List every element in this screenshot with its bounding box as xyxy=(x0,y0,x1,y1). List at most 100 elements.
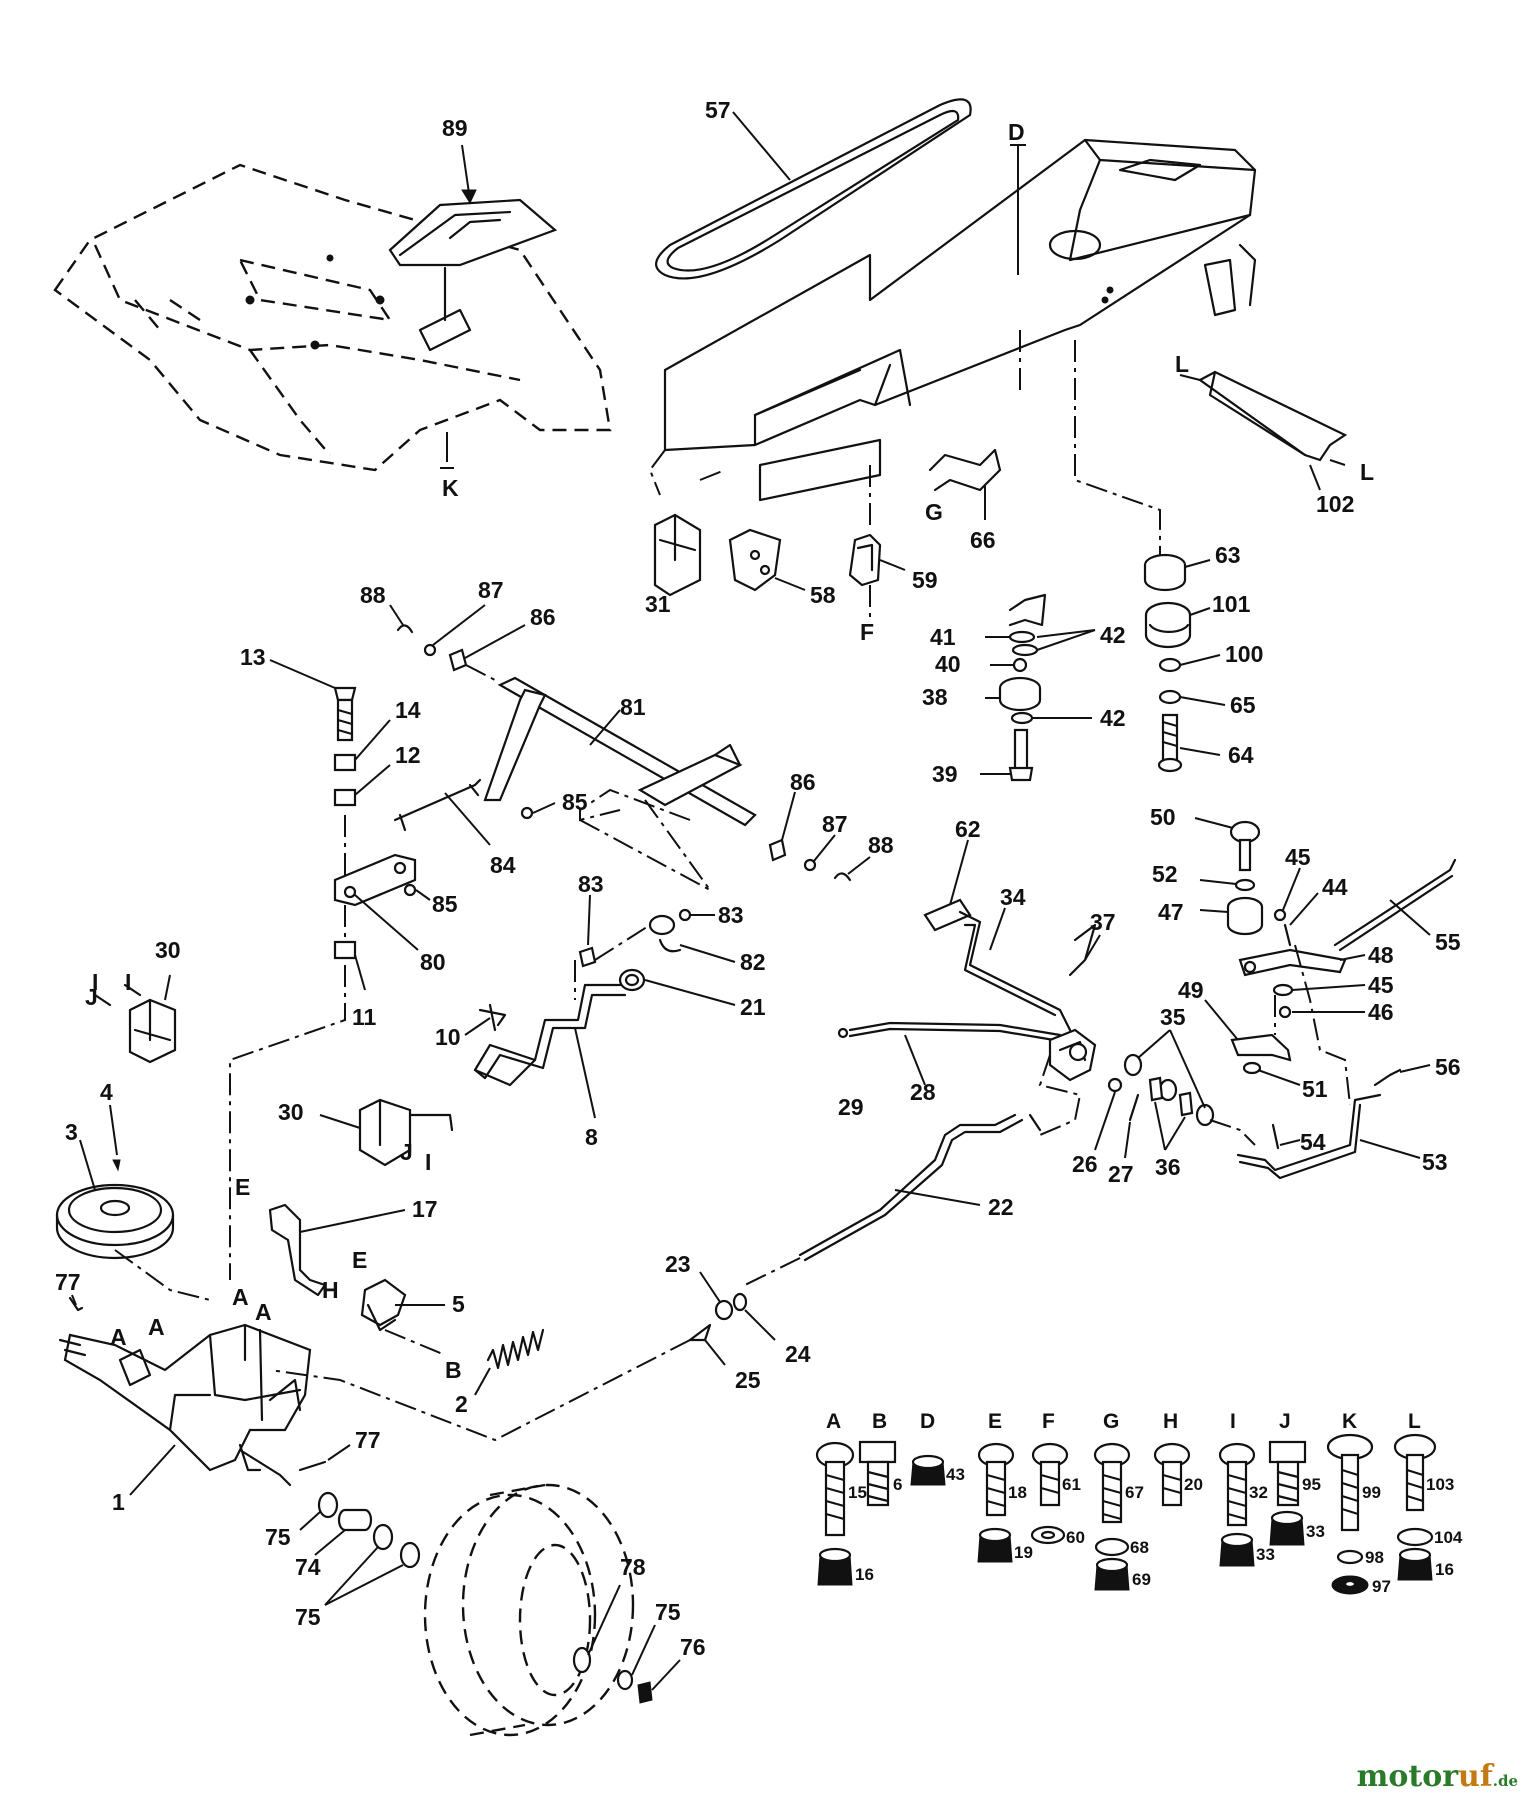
marker-e2: E xyxy=(352,1247,367,1273)
part-74-spacer xyxy=(314,1508,373,1556)
key-l-washer-number: 104 xyxy=(1434,1528,1463,1547)
key-e-bolt xyxy=(977,1442,1015,1517)
key-j-letter: J xyxy=(1279,1410,1291,1433)
label-51: 51 xyxy=(1302,1076,1328,1102)
part-34-lever xyxy=(958,907,1072,1032)
key-j-nut xyxy=(1269,1510,1305,1546)
label-46: 46 xyxy=(1368,999,1394,1025)
hardware-key: A B D E F G H I J K L 15 16 6 43 18 19 6… xyxy=(826,1410,1463,1596)
label-77b: 77 xyxy=(355,1427,381,1453)
marker-g: G xyxy=(925,499,943,525)
part-75b-washers xyxy=(324,1523,421,1606)
part-35-washers xyxy=(1123,1029,1215,1127)
fender-outline xyxy=(53,163,612,472)
key-g-bolt-number: 67 xyxy=(1125,1483,1144,1502)
part-59-clip xyxy=(848,533,906,620)
key-g-washer xyxy=(1094,1537,1130,1557)
part-23-nut xyxy=(699,1271,734,1321)
part-11-nut xyxy=(333,940,366,991)
part-57-belt xyxy=(655,98,972,280)
part-62-handle xyxy=(923,839,972,932)
label-87a: 87 xyxy=(478,577,504,603)
label-24: 24 xyxy=(785,1341,811,1367)
part-55-rod xyxy=(1333,858,1457,952)
label-17: 17 xyxy=(412,1196,438,1222)
watermark-tld: .de xyxy=(1492,1772,1518,1790)
label-75a: 75 xyxy=(265,1524,291,1550)
label-23: 23 xyxy=(665,1251,691,1277)
part-81-shaft xyxy=(483,676,757,827)
lift-bracket xyxy=(1048,1028,1097,1082)
part-87b-washer xyxy=(803,834,836,872)
key-a-nut xyxy=(817,1547,853,1586)
marker-a2: A xyxy=(148,1314,165,1340)
marker-a3: A xyxy=(232,1284,249,1310)
label-34: 34 xyxy=(1000,884,1026,910)
part-42b-washer xyxy=(1010,711,1092,725)
label-45b: 45 xyxy=(1368,972,1394,998)
key-k-letter: K xyxy=(1342,1410,1357,1433)
label-89: 89 xyxy=(442,115,468,141)
part-1-transaxle xyxy=(58,1323,312,1496)
key-j-bolt-number: 95 xyxy=(1302,1475,1321,1494)
part-77b-pin xyxy=(298,1444,351,1472)
key-a-nut-number: 16 xyxy=(855,1565,874,1584)
label-27: 27 xyxy=(1108,1161,1134,1187)
part-83b-clip xyxy=(678,908,715,922)
key-l-nut-number: 16 xyxy=(1435,1560,1454,1579)
label-8: 8 xyxy=(585,1124,598,1150)
label-48: 48 xyxy=(1368,942,1394,968)
label-30a: 30 xyxy=(155,937,181,963)
part-102 xyxy=(1179,370,1348,491)
label-76: 76 xyxy=(680,1634,706,1660)
label-42a: 42 xyxy=(1100,622,1126,648)
part-8-pedal xyxy=(473,983,627,1119)
part-48-arm xyxy=(1238,948,1366,977)
label-74: 74 xyxy=(295,1554,321,1580)
label-65: 65 xyxy=(1230,692,1256,718)
label-38: 38 xyxy=(922,684,948,710)
key-f-bolt xyxy=(1031,1442,1069,1507)
part-84-rod xyxy=(393,778,491,846)
label-64: 64 xyxy=(1228,742,1254,768)
marker-l1: L xyxy=(1175,351,1189,377)
part-41-arm xyxy=(985,593,1047,638)
part-51-clip xyxy=(1242,1061,1301,1086)
part-87-washer xyxy=(423,604,486,657)
part-5-bracket xyxy=(360,1278,445,1332)
label-82: 82 xyxy=(740,949,766,975)
part-29-clip xyxy=(837,1027,849,1039)
part-44-pin xyxy=(1283,892,1319,947)
label-3: 3 xyxy=(65,1119,78,1145)
key-l-washer xyxy=(1396,1527,1434,1547)
key-h-bolt xyxy=(1153,1442,1191,1507)
marker-i3: I xyxy=(425,1149,431,1175)
watermark-logo: motoruf.de xyxy=(1357,1759,1518,1794)
part-58-bracket xyxy=(728,528,806,592)
key-i-letter: I xyxy=(1230,1410,1236,1433)
label-26: 26 xyxy=(1072,1151,1098,1177)
label-58: 58 xyxy=(810,582,836,608)
part-49-arm xyxy=(1204,999,1292,1062)
key-d-nut-number: 43 xyxy=(946,1465,965,1484)
marker-j2: J xyxy=(400,1139,413,1165)
label-37: 37 xyxy=(1090,909,1116,935)
label-12: 12 xyxy=(395,742,421,768)
key-i-bolt xyxy=(1218,1442,1256,1527)
label-42b: 42 xyxy=(1100,705,1126,731)
part-10-pin xyxy=(464,1003,507,1036)
marker-l2: L xyxy=(1360,459,1374,485)
watermark-brand-2: uf xyxy=(1458,1759,1493,1794)
part-14-nut xyxy=(333,719,391,772)
key-a-bolt xyxy=(815,1441,855,1537)
part-101-pulley xyxy=(1144,601,1211,649)
marker-j1: J xyxy=(85,984,98,1010)
wheel-outline xyxy=(423,1483,635,1737)
key-e-nut-number: 19 xyxy=(1014,1543,1033,1562)
part-66-clip xyxy=(928,448,1002,520)
part-65-washer xyxy=(1158,689,1226,706)
label-78: 78 xyxy=(620,1554,646,1580)
marker-e1: E xyxy=(235,1174,250,1200)
key-g-letter: G xyxy=(1103,1410,1119,1433)
part-30a-bracket xyxy=(93,974,177,1064)
